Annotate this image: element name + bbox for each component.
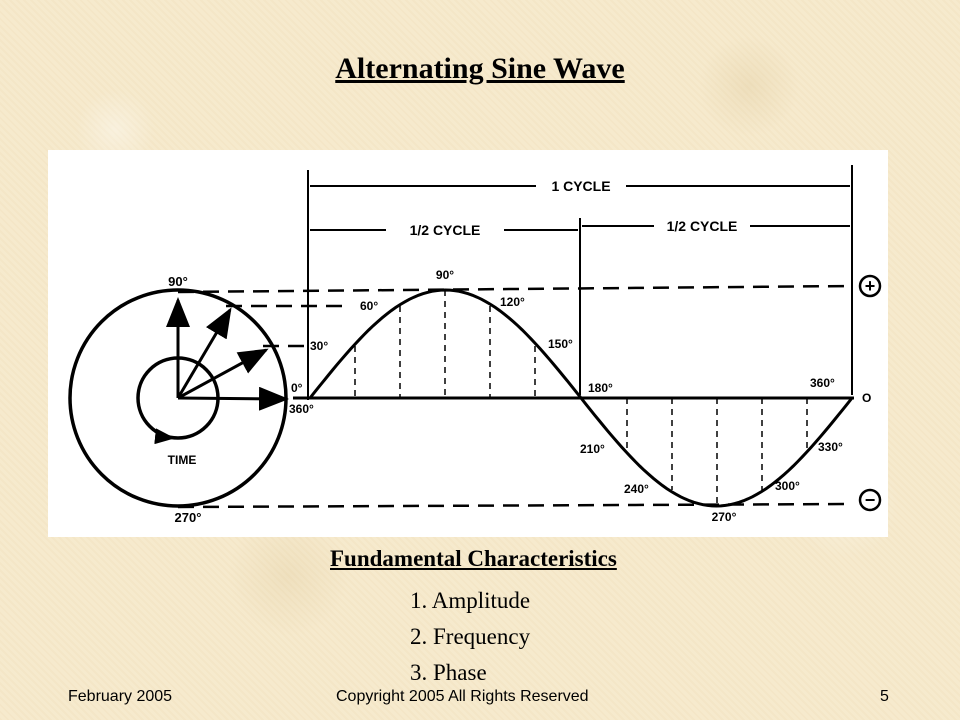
label-360deg-end: 360° — [810, 376, 835, 390]
positive-symbol-circle — [858, 274, 882, 298]
half-cycle-label-right: 1/2 CYCLE — [667, 218, 738, 234]
label-330deg: 330° — [818, 440, 843, 454]
label-360deg-start: 360° — [289, 402, 314, 416]
footer-copyright: Copyright 2005 All Rights Reserved — [336, 688, 589, 705]
reference-lines — [177, 284, 853, 509]
positive-symbol: + — [865, 276, 876, 296]
sine-wave-diagram: 1 CYCLE 1/2 CYCLE 1/2 CYCLE — [48, 150, 888, 537]
label-120deg: 120° — [500, 295, 525, 309]
label-90deg: 90° — [436, 268, 454, 282]
label-240deg: 240° — [624, 482, 649, 496]
negative-symbol-circle — [858, 488, 882, 512]
phasor-vectors — [166, 297, 289, 411]
label-300deg: 300° — [775, 479, 800, 493]
characteristics-heading: Fundamental Characteristics — [330, 546, 617, 571]
footer-date: February 2005 — [68, 688, 173, 705]
circle-label-90: 90° — [168, 274, 188, 289]
half-cycle-label-left: 1/2 CYCLE — [410, 222, 481, 238]
label-60deg: 60° — [360, 299, 378, 313]
label-150deg: 150° — [548, 337, 573, 351]
time-arrow — [142, 417, 175, 445]
negative-symbol: − — [865, 490, 876, 510]
label-270deg: 270° — [712, 510, 737, 524]
list-item-amplitude: 1. Amplitude — [410, 588, 531, 613]
slide-title: Alternating Sine Wave — [335, 52, 625, 85]
list-item-phase: 3. Phase — [410, 660, 487, 685]
zero-label: O — [862, 391, 871, 405]
circle-label-270: 270° — [175, 510, 202, 525]
label-180deg: 180° — [588, 381, 613, 395]
time-label: TIME — [168, 453, 197, 467]
one-cycle-label: 1 CYCLE — [551, 178, 610, 194]
label-210deg: 210° — [580, 442, 605, 456]
cycle-bracket — [307, 165, 853, 400]
list-item-frequency: 2. Frequency — [410, 624, 531, 649]
label-0deg: 0° — [291, 381, 303, 395]
ordinate-lines — [354, 290, 808, 506]
footer-page-number: 5 — [880, 688, 889, 705]
label-30deg: 30° — [310, 339, 328, 353]
sine-wave-curve — [308, 288, 854, 508]
